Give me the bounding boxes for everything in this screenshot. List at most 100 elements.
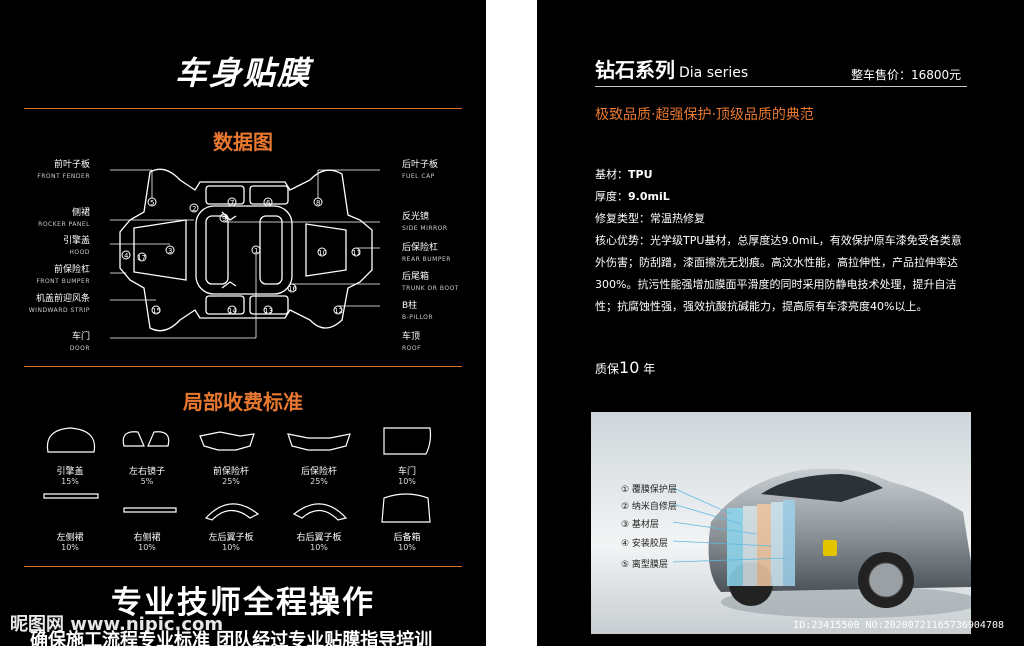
callout-en: REAR BUMPER — [402, 256, 451, 263]
layer-label-2: ② 纳米自修层 — [621, 502, 677, 512]
car-layer-photo: ① 覆膜保护层 ② 纳米自修层 ③ 基材层 ④ 安装胶层 ⑤ 离型膜层 — [591, 412, 971, 634]
left-rear-fender-icon — [204, 503, 260, 521]
flyer-title: 车身贴膜 — [174, 54, 311, 92]
callout-en: HOOD — [69, 249, 90, 256]
part-label-rear-bumper: 后保险杆 — [300, 467, 337, 477]
part-label-right-rear-fender: 右后翼子板 — [296, 533, 342, 543]
svg-text:9: 9 — [222, 215, 226, 223]
watermark: 昵图网 www.nipic.com — [10, 614, 224, 635]
part-pct-door: 10% — [398, 477, 416, 486]
spec-value: 9.0miL — [628, 190, 670, 203]
spec-material: 基材：TPU — [595, 164, 975, 186]
spec-label: 核心优势： — [595, 234, 650, 247]
svg-text:14: 14 — [228, 307, 237, 315]
svg-text:10: 10 — [318, 249, 327, 257]
parts-row1-icons — [46, 427, 432, 455]
callout-windward-strip: 机盖前迎风条 WINDWARD STRIP — [20, 294, 90, 316]
part-pct-hood: 15% — [61, 477, 79, 486]
warranty: 质保10 年 — [595, 358, 655, 377]
sub-slogan: 确保施工流程专业标准 团队经过专业贴膜指导培训 — [30, 630, 433, 646]
divider — [24, 366, 462, 367]
svg-text:6: 6 — [266, 199, 271, 207]
spec-value: 常温热修复 — [650, 212, 705, 225]
callout-rear-bumper: 后保险杠 REAR BUMPER — [402, 243, 482, 265]
part-label-mirrors: 左右镜子 — [128, 467, 165, 477]
layer-label-4: ④ 安装胶层 — [621, 539, 668, 549]
svg-text:11: 11 — [352, 249, 361, 257]
hood-icon — [46, 427, 96, 453]
parts-row2-icons — [43, 493, 431, 523]
series-title-en: Dia series — [679, 65, 749, 81]
callout-cn: 引擎盖 — [62, 236, 90, 246]
callout-en: TRUNK OR BOOT — [402, 285, 459, 292]
callout-en: ROCKER PANEL — [38, 221, 90, 228]
callout-cn: B柱 — [402, 301, 418, 311]
callout-roof: 车顶 ROOF — [402, 332, 482, 354]
svg-text:4: 4 — [124, 252, 129, 260]
callout-front-bumper: 前保险杠 FRONT BUMPER — [20, 265, 90, 287]
svg-text:15: 15 — [152, 307, 161, 315]
svg-text:7: 7 — [230, 199, 234, 207]
image-id-watermark: ID:23415500 NO:20200721165736904708 — [793, 620, 1004, 631]
advantage-text: 光学级TPU基材，总厚度达9.0miL，有效保护原车漆免受各类意外伤害；防刮蹭，… — [595, 234, 962, 313]
part-pct-trunk: 10% — [398, 543, 416, 552]
spec-advantages: 核心优势：光学级TPU基材，总厚度达9.0miL，有效保护原车漆免受各类意外伤害… — [595, 230, 971, 318]
section-pricing-title: 局部收费标准 — [183, 390, 303, 414]
spec-thickness: 厚度：9.0miL — [595, 186, 975, 208]
warranty-years: 10 — [619, 358, 640, 377]
callout-cn: 前叶子板 — [53, 160, 90, 170]
svg-text:8: 8 — [316, 199, 320, 207]
series-title-cn: 钻石系列 — [595, 58, 675, 82]
callout-cn: 后尾箱 — [402, 272, 430, 282]
layer-label-5: ⑤ 离型膜层 — [621, 560, 668, 570]
callout-rear-fender: 后叶子板 FUEL CAP — [402, 160, 482, 182]
divider — [24, 566, 462, 567]
part-pct-mirrors: 5% — [140, 477, 154, 486]
right-rocker-icon — [123, 507, 177, 513]
rear-bumper-icon — [287, 433, 351, 451]
part-label-left-rocker: 左侧裙 — [56, 533, 84, 543]
callout-cn: 前保险杠 — [53, 265, 90, 275]
svg-text:12: 12 — [334, 307, 343, 315]
svg-text:13: 13 — [264, 307, 273, 315]
spec-label: 基材： — [595, 168, 628, 181]
callout-en: FRONT BUMPER — [36, 278, 90, 285]
part-pct-front-bumper: 25% — [222, 477, 240, 486]
callout-front-fender: 前叶子板 FRONT FENDER — [20, 160, 90, 182]
part-pct-left-rear-fender: 10% — [222, 543, 240, 552]
divider — [595, 86, 967, 87]
svg-text:2: 2 — [192, 205, 196, 213]
price: 整车售价：16800元 — [851, 68, 962, 82]
callout-en: SIDE MIRROR — [402, 225, 448, 232]
svg-text:16: 16 — [288, 285, 297, 293]
left-flyer: 车身贴膜 数据图 5 2 7 6 — [0, 0, 486, 646]
callout-cn: 后叶子板 — [402, 160, 439, 170]
slogan: 专业技师全程操作 — [111, 585, 375, 621]
callout-cn: 机盖前迎风条 — [35, 294, 90, 304]
part-label-front-bumper: 前保险杆 — [212, 467, 249, 477]
part-label-hood: 引擎盖 — [56, 467, 84, 477]
tagline: 极致品质·超强保护·顶级品质的典范 — [595, 107, 814, 123]
callout-cn: 侧裙 — [71, 208, 90, 218]
svg-text:3: 3 — [168, 247, 172, 255]
callout-door: 车门 DOOR — [20, 332, 90, 354]
part-pct-right-rear-fender: 10% — [310, 543, 328, 552]
callout-cn: 车顶 — [402, 332, 421, 342]
spec-value: TPU — [628, 168, 653, 181]
divider — [24, 108, 462, 109]
svg-text:1: 1 — [254, 247, 258, 255]
svg-text:17: 17 — [137, 254, 146, 262]
callout-en: WINDWARD STRIP — [28, 307, 90, 314]
part-label-right-rocker: 右侧裙 — [133, 533, 161, 543]
callout-en: DOOR — [69, 345, 90, 352]
left-rocker-icon — [43, 493, 99, 499]
door-icon — [383, 427, 432, 455]
part-pct-rear-bumper: 25% — [310, 477, 328, 486]
part-label-door: 车门 — [397, 467, 416, 477]
car-illustration — [591, 412, 971, 634]
callout-en: B-PILLOR — [402, 314, 434, 321]
warranty-suffix: 年 — [639, 362, 656, 376]
mirror-icon — [122, 431, 170, 447]
